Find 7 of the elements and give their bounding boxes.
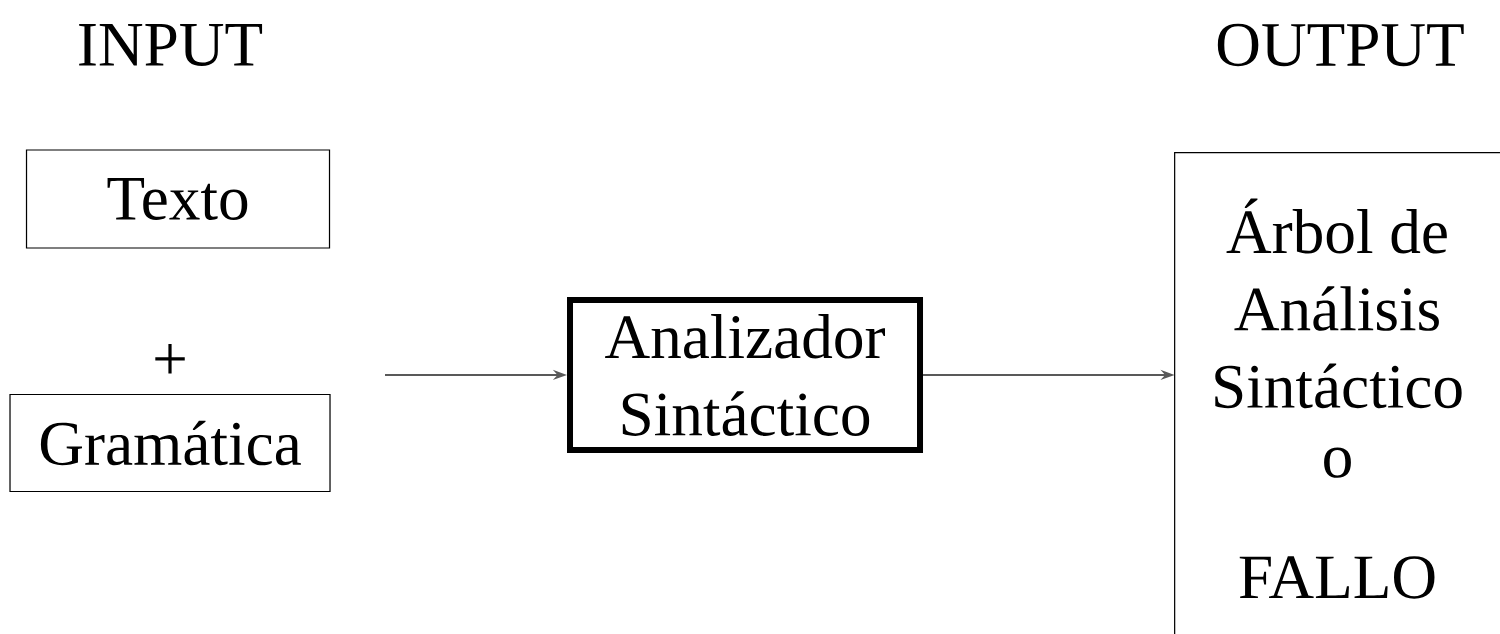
heading: OUTPUT xyxy=(1217,23,1464,67)
input-box: Texto xyxy=(25,149,331,249)
input-box: Gramática xyxy=(9,393,331,493)
output-box: Árbol de Análisis Sintáctico o FALLO xyxy=(1174,152,1500,634)
plus-sign: + xyxy=(155,344,185,374)
heading: INPUT xyxy=(79,23,263,66)
process-box: Analizador Sintáctico xyxy=(567,297,923,453)
